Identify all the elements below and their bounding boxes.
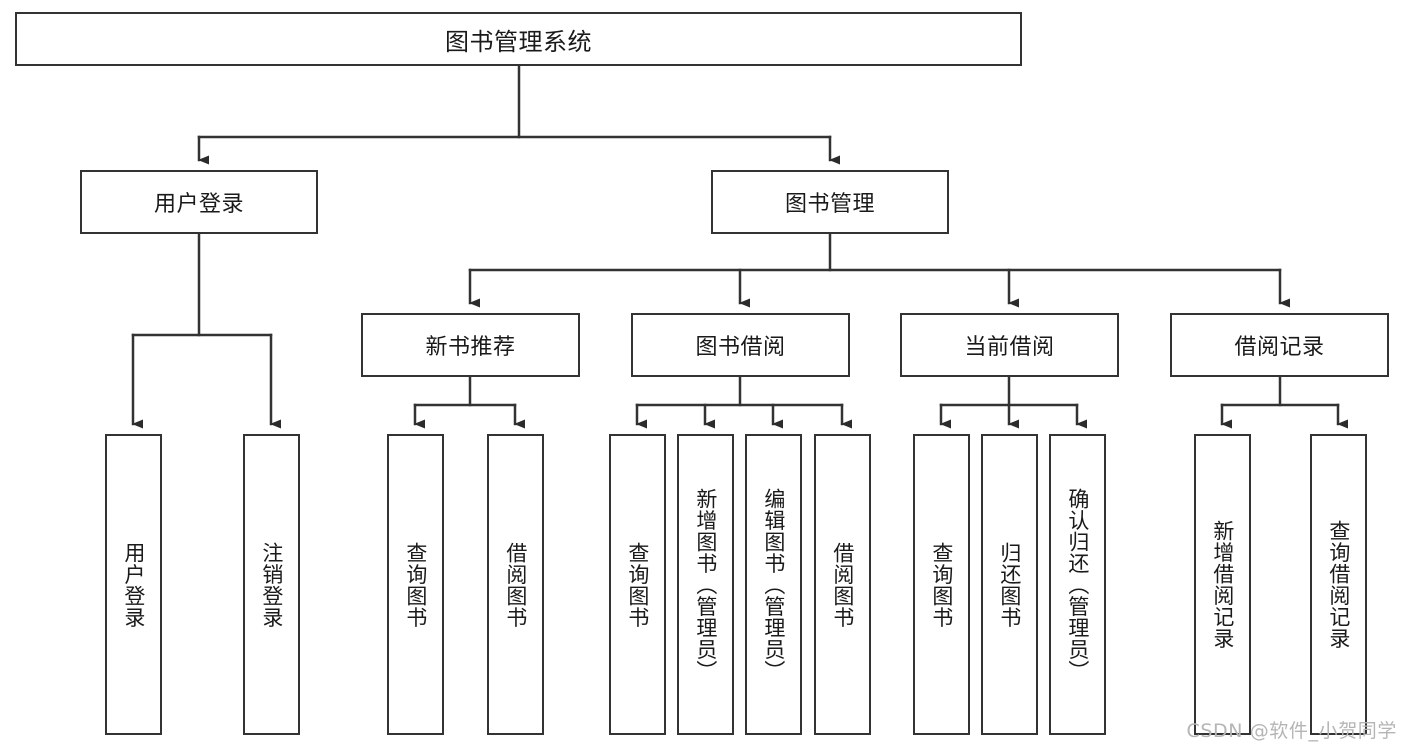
node-leaf-user-login-label: 用户登录 (121, 541, 146, 628)
node-leaf-borrow-book-2[interactable]: 借阅图书 (814, 434, 871, 735)
node-borrow-record[interactable]: 借阅记录 (1170, 313, 1389, 377)
node-leaf-query-book-3[interactable]: 查询图书 (913, 434, 970, 735)
node-leaf-borrow-book-1[interactable]: 借阅图书 (487, 434, 544, 735)
node-book-borrow[interactable]: 图书借阅 (631, 313, 850, 377)
node-leaf-user-logout[interactable]: 注销登录 (243, 434, 300, 735)
node-leaf-user-logout-label: 注销登录 (259, 541, 284, 628)
node-leaf-query-record[interactable]: 查询借阅记录 (1310, 434, 1367, 735)
node-leaf-return-book-label: 归还图书 (997, 541, 1022, 628)
node-leaf-borrow-book-1-label: 借阅图书 (503, 541, 528, 628)
node-new-book-recommend-label: 新书推荐 (425, 335, 516, 360)
node-leaf-query-book-2-label: 查询图书 (625, 541, 650, 628)
node-leaf-borrow-book-2-label: 借阅图书 (830, 541, 855, 628)
node-book-manage[interactable]: 图书管理 (711, 170, 949, 234)
node-leaf-edit-book[interactable]: 编辑图书（管理员） (745, 434, 802, 735)
node-new-book-recommend[interactable]: 新书推荐 (361, 313, 580, 377)
node-leaf-query-book-1[interactable]: 查询图书 (387, 434, 444, 735)
node-leaf-add-book[interactable]: 新增图书（管理员） (677, 434, 734, 735)
node-user-login-label: 用户登录 (153, 192, 244, 217)
node-user-login[interactable]: 用户登录 (80, 170, 318, 234)
node-leaf-edit-book-label: 编辑图书（管理员） (761, 487, 786, 682)
node-leaf-add-record-label: 新增借阅记录 (1210, 520, 1235, 649)
node-leaf-return-book[interactable]: 归还图书 (981, 434, 1038, 735)
csdn-watermark: CSDN @软件_小贺同学 (1186, 720, 1397, 742)
node-leaf-query-book-2[interactable]: 查询图书 (609, 434, 666, 735)
node-leaf-query-record-label: 查询借阅记录 (1326, 520, 1351, 649)
node-current-borrow-label: 当前借阅 (964, 335, 1055, 360)
node-current-borrow[interactable]: 当前借阅 (900, 313, 1119, 377)
node-root-label: 图书管理系统 (445, 27, 592, 56)
node-leaf-confirm-return[interactable]: 确认归还（管理员） (1049, 434, 1106, 735)
node-leaf-query-book-1-label: 查询图书 (403, 541, 428, 628)
node-root[interactable]: 图书管理系统 (15, 12, 1022, 66)
node-leaf-add-record[interactable]: 新增借阅记录 (1194, 434, 1251, 735)
node-leaf-add-book-label: 新增图书（管理员） (693, 487, 718, 682)
node-book-borrow-label: 图书借阅 (695, 335, 786, 360)
node-borrow-record-label: 借阅记录 (1234, 335, 1325, 360)
node-leaf-user-login[interactable]: 用户登录 (105, 434, 162, 735)
node-book-manage-label: 图书管理 (784, 192, 875, 217)
node-leaf-confirm-return-label: 确认归还（管理员） (1065, 487, 1090, 682)
node-leaf-query-book-3-label: 查询图书 (929, 541, 954, 628)
